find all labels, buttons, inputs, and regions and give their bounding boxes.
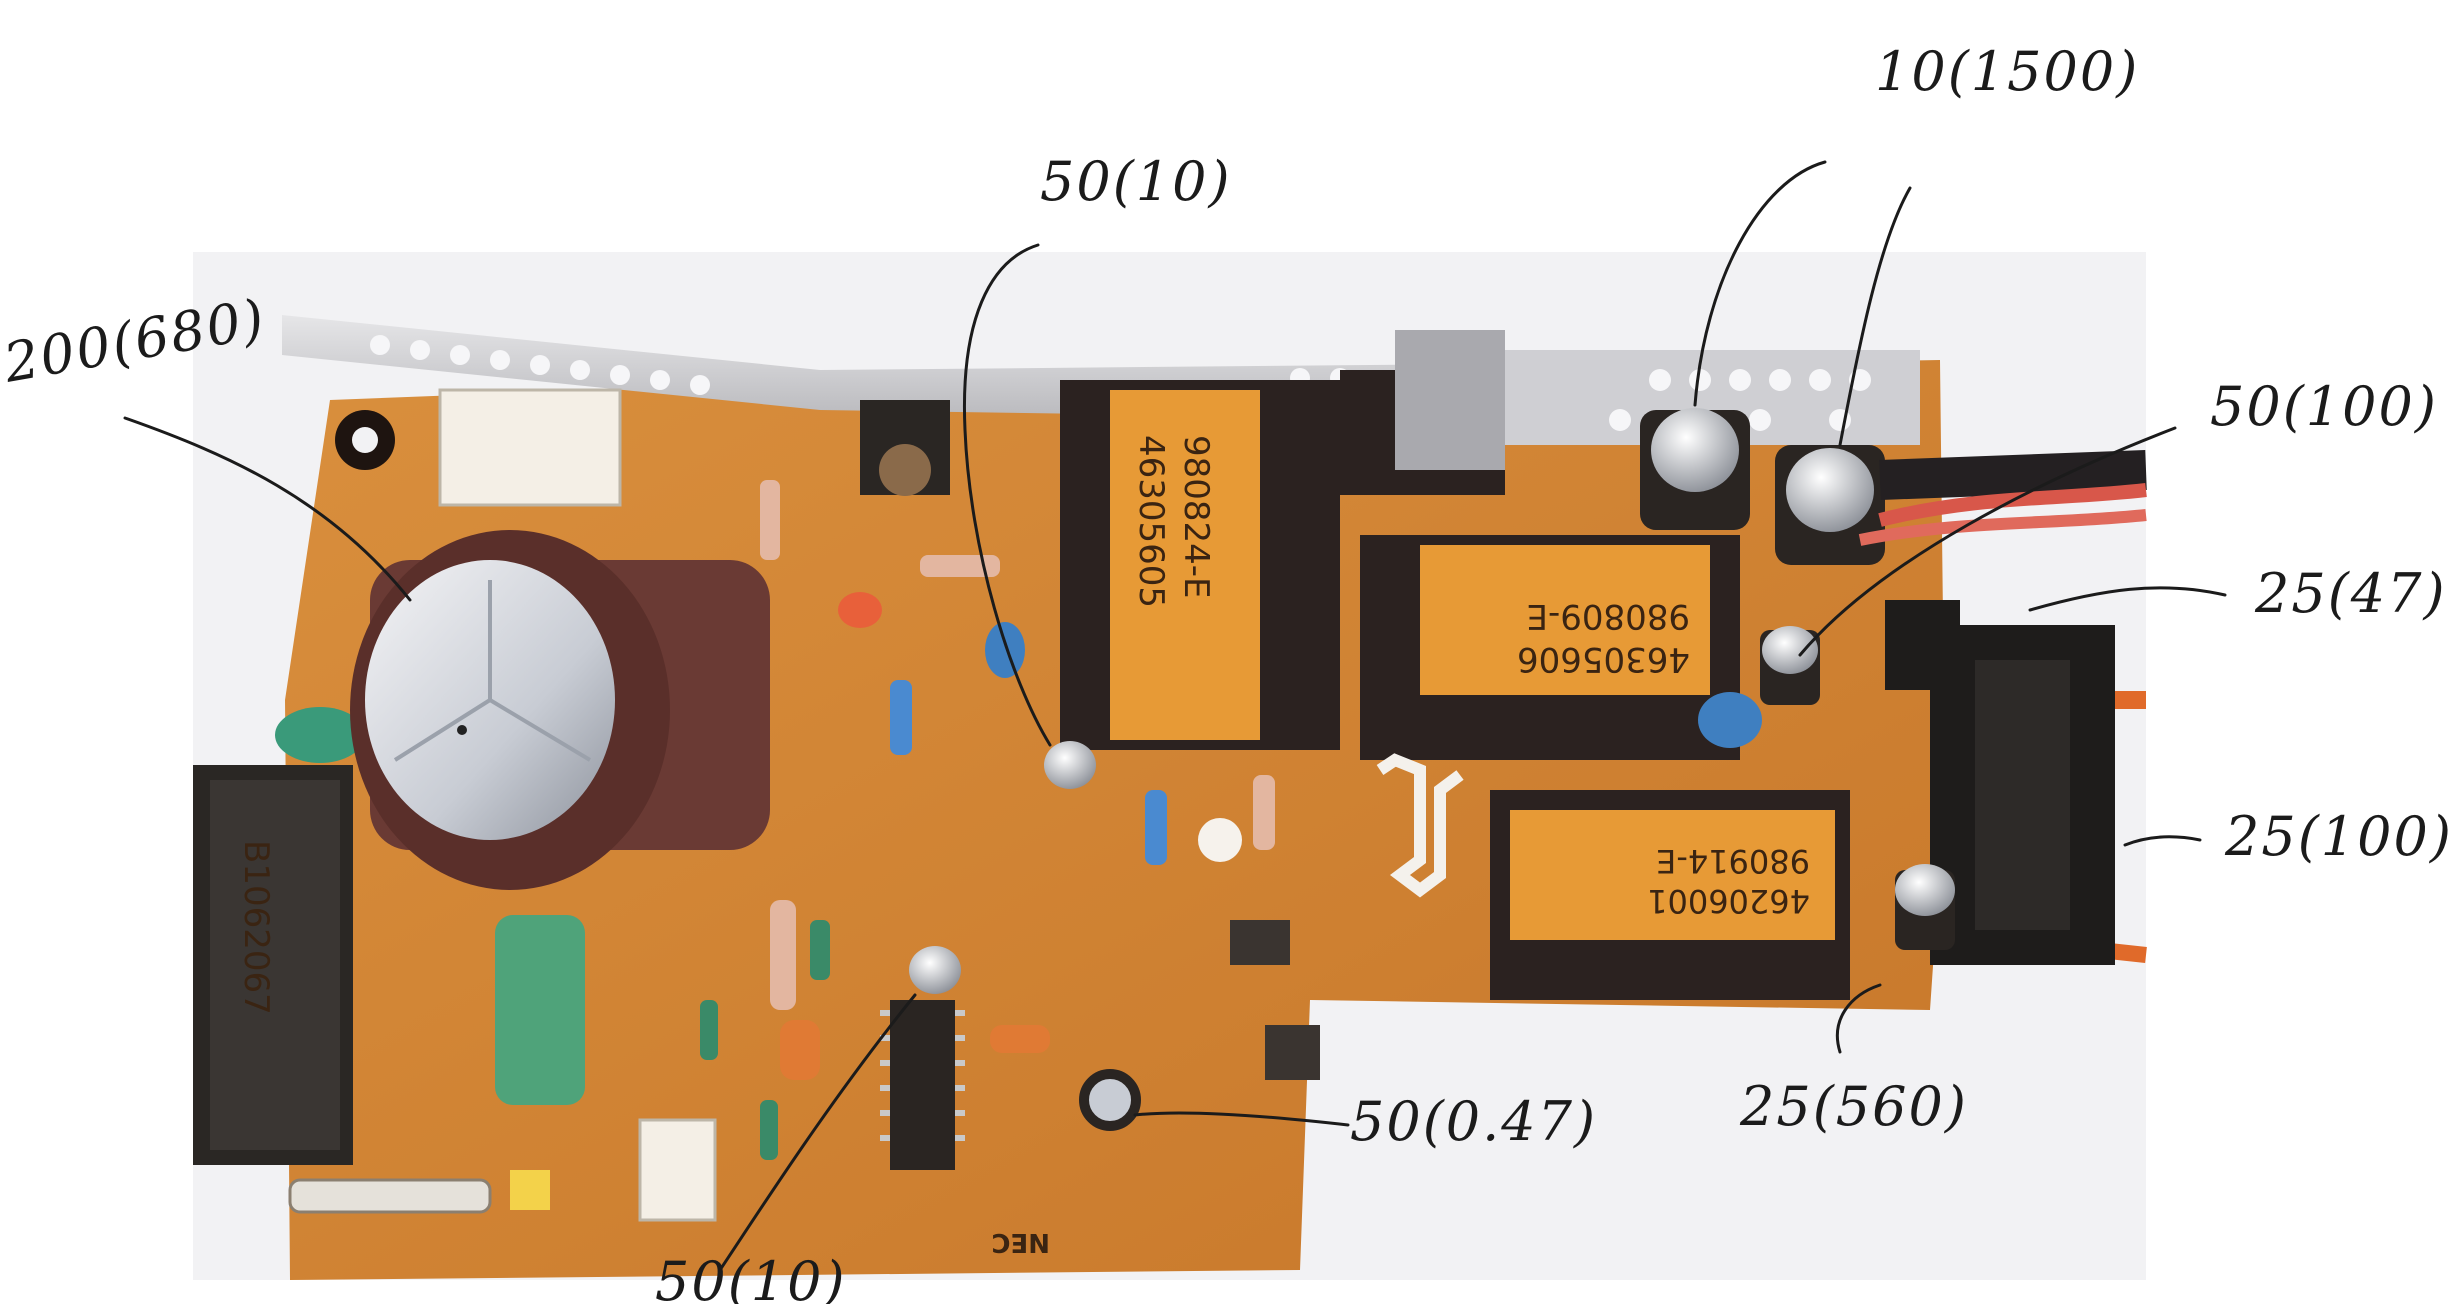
- transformer-2-marking-1: 980809-E: [1526, 596, 1690, 636]
- silkscreen-logo: NEC: [991, 1227, 1050, 1257]
- transformer-2: 980809-E 46305606: [1360, 535, 1740, 760]
- connector-top-left: [438, 388, 622, 507]
- connector-block-top: [1885, 600, 1960, 690]
- choke-marking: B1062067: [236, 840, 276, 1015]
- transformer-1: 46305605 980824-E: [1060, 380, 1340, 750]
- leader-200-680: [123, 416, 412, 602]
- green-film-capacitor: [495, 915, 585, 1105]
- leader-50-10-top: [962, 243, 1052, 747]
- small-ic-center: [1230, 920, 1290, 965]
- main-electrolytic-capacitor: [350, 530, 770, 890]
- leader-10-1500-b: [1838, 186, 1912, 447]
- label-50-100: 50(100): [2210, 375, 2438, 438]
- regulator-bracket: [1395, 330, 1505, 470]
- fuse: [288, 1170, 550, 1214]
- label-50-10-bottom: 50(10): [655, 1250, 847, 1304]
- leader-10-1500-a: [1693, 160, 1827, 407]
- label-50-047: 50(0.47): [1350, 1090, 1597, 1153]
- leader-25-47: [2028, 586, 2227, 612]
- top-heatsink: [282, 315, 1920, 445]
- left-choke: B1062067: [193, 765, 353, 1165]
- resistors: [700, 480, 1275, 1160]
- small-ic-right: [1265, 1025, 1320, 1080]
- caps-10-1500: [1640, 408, 1885, 565]
- leader-50-10-bottom: [718, 993, 917, 1272]
- label-10-1500: 10(1500): [1875, 40, 2139, 103]
- white-connector-bottom: [638, 1118, 717, 1222]
- leader-lines: [123, 160, 2227, 1272]
- zigzag-jumper: [1376, 753, 1464, 898]
- label-50-10-top: 50(10): [1040, 150, 1232, 213]
- leader-25-100: [2123, 835, 2202, 847]
- leader-50-100: [1798, 426, 2177, 657]
- leader-50-047: [1133, 1111, 1350, 1127]
- small-caps: [838, 592, 1955, 1131]
- ic-chip: [880, 1000, 965, 1170]
- transformer-3: 980914-E 46206001: [1490, 790, 1850, 1000]
- label-25-560: 25(560): [1739, 1075, 1968, 1138]
- label-25-47: 25(47): [2254, 562, 2447, 625]
- transformer-3-marking-1: 980914-E: [1656, 842, 1810, 880]
- transformer-1-marking-2: 980824-E: [1176, 435, 1216, 599]
- transformer-1-marking-1: 46305605: [1131, 435, 1171, 608]
- transformer-2-marking-2: 46305606: [1517, 639, 1690, 679]
- label-25-100: 25(100): [2224, 805, 2453, 868]
- annotation-labels: 200(680) 50(10) 10(1500) 50(100) 25(47) …: [0, 40, 2453, 1304]
- green-disc-capacitor: [275, 707, 365, 763]
- transformer-3-marking-2: 46206001: [1647, 882, 1810, 920]
- leader-25-560: [1835, 983, 1882, 1054]
